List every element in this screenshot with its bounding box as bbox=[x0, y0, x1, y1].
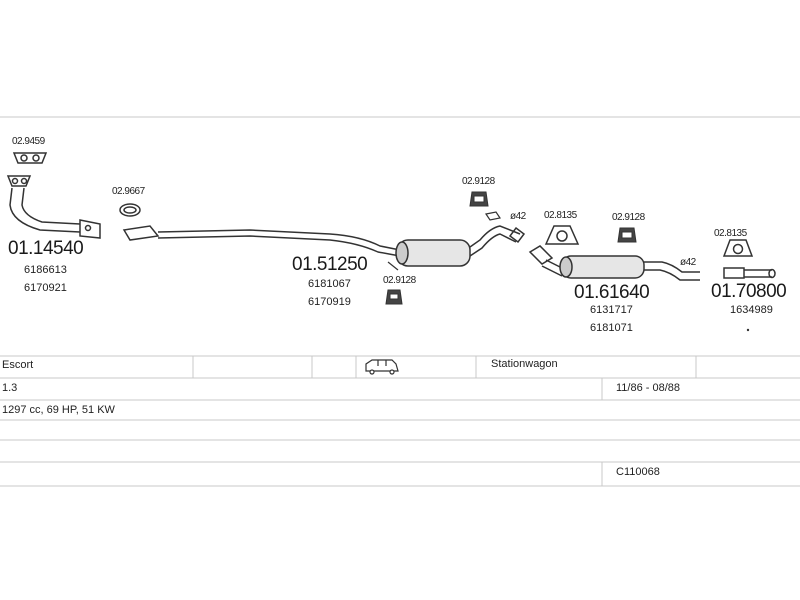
model-cell: Escort bbox=[2, 359, 34, 371]
station-wagon-icon bbox=[365, 359, 399, 375]
clamp-icon bbox=[485, 211, 501, 221]
part-ref-3: 6181067 bbox=[308, 278, 351, 290]
part-ref-5: 6131717 bbox=[590, 304, 633, 316]
gasket-02-9459-icon bbox=[12, 152, 48, 164]
hanger-02-9128-right-icon bbox=[617, 227, 637, 243]
accessory-label-02-9667: 02.9667 bbox=[112, 186, 145, 197]
flange-02-8135-icon bbox=[544, 225, 580, 245]
part-ref-7: 1634989 bbox=[730, 304, 773, 316]
dim-label-2: ø42 bbox=[680, 257, 696, 268]
front-pipe-01-14540 bbox=[6, 175, 101, 239]
part-number-01-51250: 01.51250 bbox=[292, 254, 368, 275]
accessory-label-02-8135-right: 02.8135 bbox=[714, 228, 747, 239]
accessory-label-02-9128-top: 02.9128 bbox=[462, 176, 495, 187]
body-type-cell: Stationwagon bbox=[491, 358, 558, 370]
part-ref-1: 6186613 bbox=[24, 264, 67, 276]
hanger-02-9128-top-icon bbox=[469, 191, 489, 207]
accessory-label-02-9128-middle: 02.9128 bbox=[383, 275, 416, 286]
part-ref-6: 6181071 bbox=[590, 322, 633, 334]
engine-spec-cell: 1297 cc, 69 HP, 51 KW bbox=[2, 404, 115, 416]
flange-02-8135-right-icon bbox=[722, 239, 754, 257]
production-dates-cell: 11/86 - 08/88 bbox=[616, 382, 681, 394]
hanger-02-9128-middle-icon bbox=[385, 289, 403, 305]
seal-ring-02-9667-icon bbox=[119, 203, 141, 217]
accessory-label-02-8135: 02.8135 bbox=[544, 210, 577, 221]
accessory-label-02-9459: 02.9459 bbox=[12, 136, 45, 147]
rear-silencer-01-61640 bbox=[528, 245, 700, 281]
tail-pipe-01-70800 bbox=[723, 267, 776, 279]
part-number-01-61640: 01.61640 bbox=[574, 282, 650, 303]
catalog-code-cell: C110068 bbox=[616, 466, 660, 478]
part-number-01-70800: 01.70800 bbox=[711, 281, 787, 302]
engine-cell: 1.3 bbox=[2, 382, 18, 394]
middle-silencer-01-51250 bbox=[122, 225, 526, 267]
accessory-label-02-9128-right: 02.9128 bbox=[612, 212, 645, 223]
dim-label-1: ø42 bbox=[510, 211, 526, 222]
part-number-01-14540: 01.14540 bbox=[8, 238, 84, 259]
part-ref-2: 6170921 bbox=[24, 282, 67, 294]
part-ref-4: 6170919 bbox=[308, 296, 351, 308]
